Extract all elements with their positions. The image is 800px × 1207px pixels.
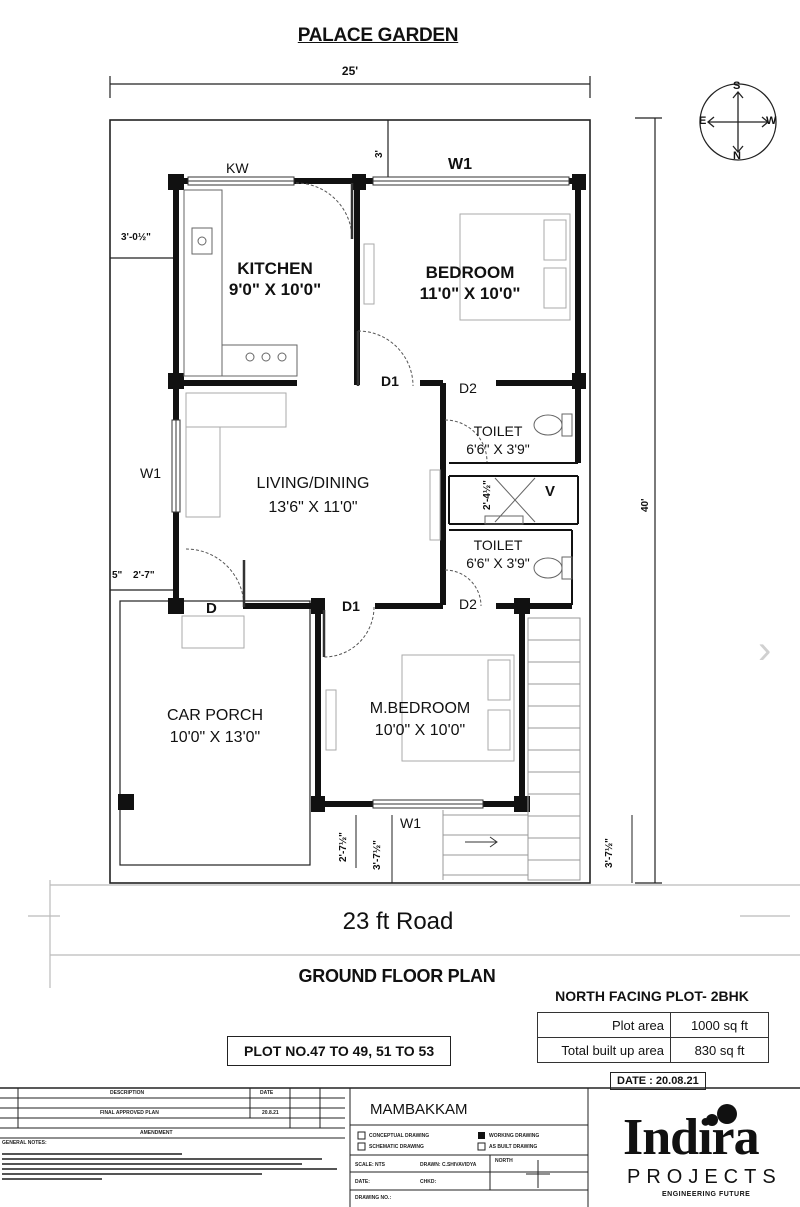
label-d1-top: D1	[381, 373, 399, 389]
label-d1-bottom: D1	[342, 598, 360, 614]
tb-general-notes: GENERAL NOTES:	[2, 1140, 47, 1146]
tb-chkd: CHKD:	[420, 1179, 437, 1185]
area-value: 1000 sq ft	[670, 1012, 769, 1038]
room-toilet-2-name: TOILET	[473, 537, 523, 553]
dim-front-setback-right: 3'-7½"	[604, 838, 615, 868]
dim-front-setback-b: 3'-7½"	[372, 840, 383, 870]
tb-location: MAMBAKKAM	[370, 1101, 468, 1118]
label-d2-top: D2	[459, 380, 477, 396]
label-w1-top: W1	[448, 156, 472, 173]
tb-col-description: DESCRIPTION	[110, 1090, 145, 1096]
plan-title-top: PALACE GARDEN	[297, 25, 459, 46]
dim-top-width: 25'	[341, 64, 359, 78]
area-label: Plot area	[537, 1012, 671, 1038]
room-living-dining: LIVING/DINING 13'6" X 11'0"	[257, 472, 370, 520]
room-car-porch: CAR PORCH 10'0" X 13'0"	[167, 705, 263, 749]
dim-duct: 2'-4½"	[482, 480, 493, 510]
area-table: Plot area 1000 sq ft Total built up area…	[537, 1012, 769, 1063]
label-w1-left: W1	[140, 465, 161, 481]
room-toilet-1-size: 6'6" X 3'9"	[466, 441, 530, 457]
compass-w: W	[766, 115, 777, 127]
tb-check-schematic: SCHEMATIC DRAWING	[369, 1144, 424, 1150]
room-toilet-1-name: TOILET	[473, 423, 523, 439]
room-living-size: 13'6" X 11'0"	[268, 499, 358, 516]
dim-right-height: 40'	[640, 498, 651, 512]
tb-check-asbuilt: AS BUILT DRAWING	[489, 1144, 538, 1150]
tb-check-working: WORKING DRAWING	[489, 1133, 540, 1139]
dim-top-setback: 3'	[374, 150, 385, 158]
logo-sub-text: PROJECTS	[627, 1166, 782, 1188]
dim-left-setback: 3'-0½"	[121, 232, 151, 243]
tb-drawn: DRAWN: C.SHIVAVIDYA	[420, 1162, 477, 1168]
dim-front-setback-a: 2'-7½"	[338, 832, 349, 862]
room-toilet-2: TOILET 6'6" X 3'9"	[466, 536, 530, 572]
plot-number-box: PLOT NO.47 TO 49, 51 TO 53	[227, 1036, 452, 1066]
tb-notes-lines	[2, 1150, 342, 1183]
room-toilet-1: TOILET 6'6" X 3'9"	[466, 422, 530, 458]
date-box: DATE : 20.08.21	[610, 1072, 706, 1090]
room-master-bedroom-name: M.BEDROOM	[369, 700, 471, 717]
room-bedroom-name: BEDROOM	[425, 263, 515, 282]
dim-porch-offset-a: 5"	[112, 570, 123, 581]
company-logo: Indira	[623, 1108, 760, 1167]
room-kitchen-size: 9'0" X 10'0"	[228, 280, 322, 299]
plot-heading: NORTH FACING PLOT- 2BHK	[555, 988, 749, 1004]
room-master-bedroom: M.BEDROOM 10'0" X 10'0"	[370, 698, 470, 742]
room-bedroom-size: 11'0" X 10'0"	[419, 284, 521, 303]
label-d-main: D	[206, 600, 217, 617]
compass-n: N	[733, 150, 741, 162]
room-car-porch-name: CAR PORCH	[166, 707, 264, 724]
ground-floor-plan-title: GROUND FLOOR PLAN	[298, 966, 496, 986]
tb-north: NORTH	[495, 1158, 513, 1164]
road-label: 23 ft Road	[342, 908, 454, 935]
logo-tagline: ENGINEERING FUTURE	[662, 1191, 751, 1198]
tb-row-date: 20.8.21	[262, 1110, 279, 1116]
compass-e: E	[699, 115, 707, 127]
room-living-name: LIVING/DINING	[256, 475, 370, 492]
tb-check-conceptual: CONCEPTUAL DRAWING	[369, 1133, 430, 1139]
dim-porch-offset-b: 2'-7"	[133, 570, 155, 581]
room-toilet-2-size: 6'6" X 3'9"	[466, 555, 530, 571]
label-kw: KW	[226, 160, 249, 176]
logo-main-text: Indira	[623, 1109, 760, 1166]
tb-scale: SCALE: NTS	[355, 1162, 385, 1168]
room-master-bedroom-size: 10'0" X 10'0"	[374, 722, 466, 739]
area-label: Total built up area	[537, 1037, 671, 1063]
room-kitchen-name: KITCHEN	[237, 259, 313, 278]
next-arrow-icon[interactable]: ›	[758, 628, 772, 672]
room-car-porch-size: 10'0" X 13'0"	[169, 729, 261, 746]
room-bedroom: BEDROOM 11'0" X 10'0"	[420, 262, 521, 304]
tb-row-text: FINAL APPROVED PLAN	[100, 1110, 159, 1116]
label-d2-bottom: D2	[459, 596, 477, 612]
label-w1-bottom: W1	[400, 815, 421, 831]
tb-amendment: AMENDMENT	[140, 1130, 173, 1136]
room-kitchen: KITCHEN 9'0" X 10'0"	[229, 258, 321, 300]
compass-s: S	[733, 80, 741, 92]
tb-drawing-no: DRAWING NO.:	[355, 1195, 392, 1201]
table-row: Total built up area 830 sq ft	[537, 1037, 769, 1063]
table-row: Plot area 1000 sq ft	[537, 1012, 769, 1038]
area-value: 830 sq ft	[670, 1037, 769, 1063]
tb-col-date: DATE	[260, 1090, 274, 1096]
label-duct-v: V	[545, 483, 556, 500]
tb-date: DATE:	[355, 1179, 370, 1185]
